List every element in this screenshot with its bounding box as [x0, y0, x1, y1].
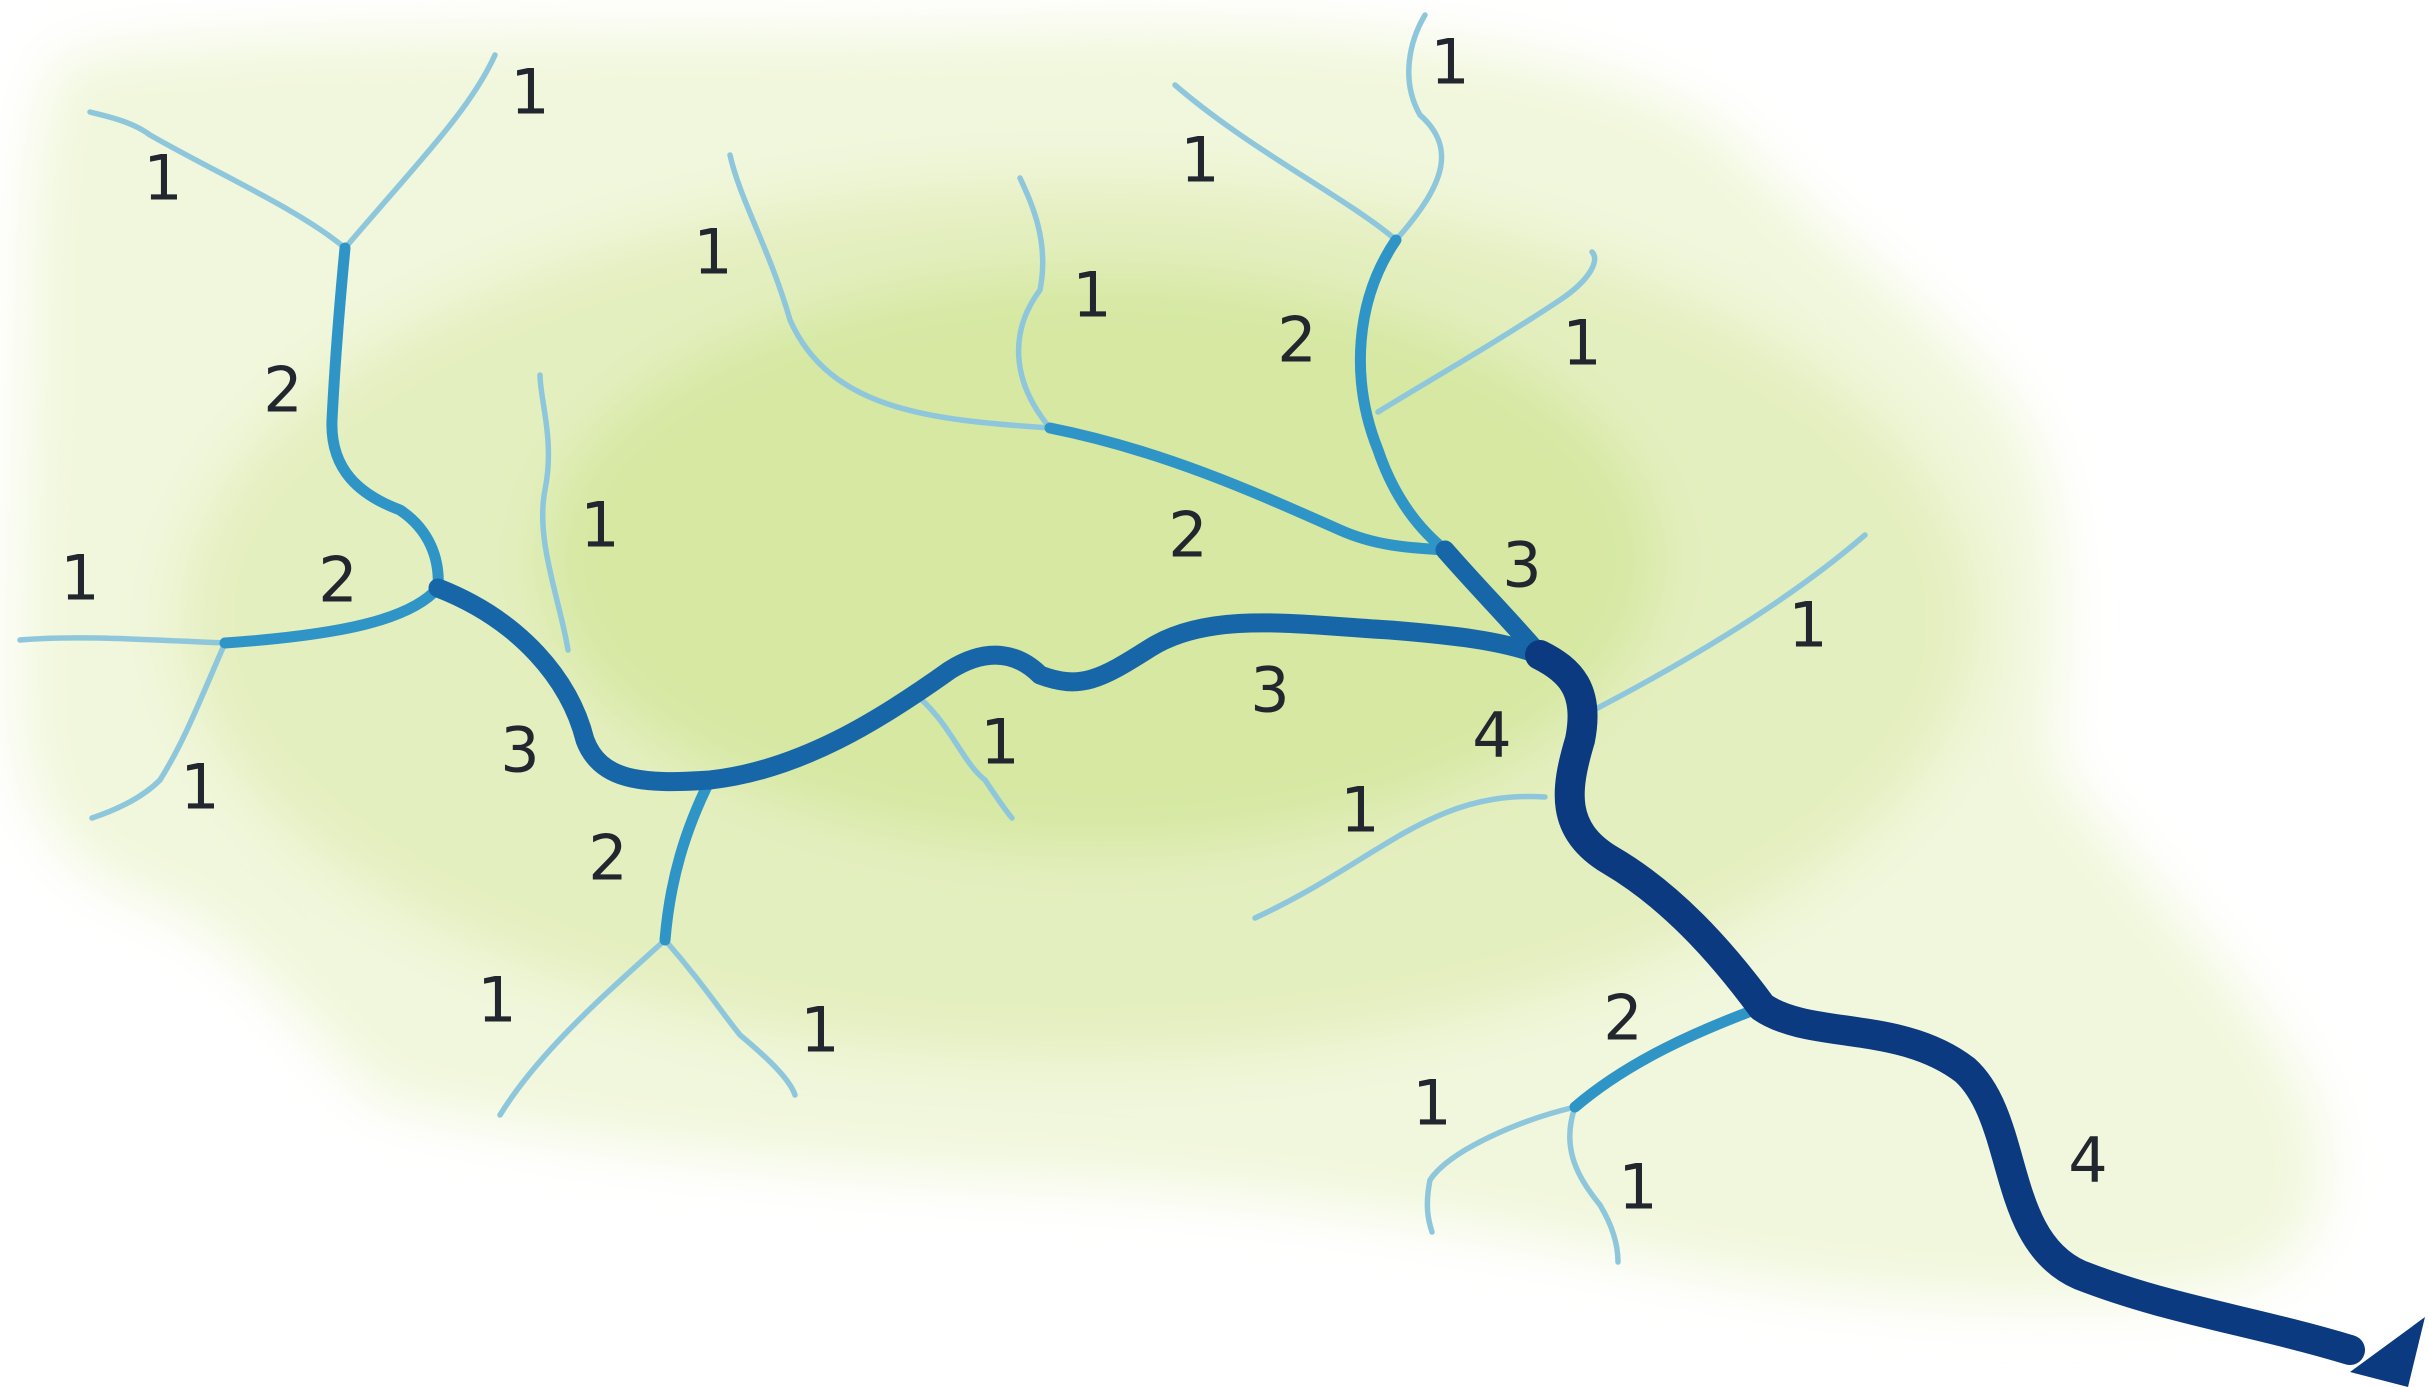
order-label: 4	[1472, 699, 1511, 772]
order-label: 1	[1072, 259, 1111, 332]
order-label: 2	[1277, 304, 1316, 377]
order-label: 2	[318, 544, 357, 617]
order-label: 1	[800, 994, 839, 1067]
order-label: 1	[1430, 26, 1469, 99]
order-label: 1	[580, 489, 619, 562]
order-label: 2	[1603, 982, 1642, 1055]
order-label: 2	[263, 354, 302, 427]
order-label: 1	[1412, 1067, 1451, 1140]
order-label: 1	[1618, 1151, 1657, 1224]
order-label: 3	[1502, 529, 1541, 602]
order-label: 1	[1562, 307, 1601, 380]
order-label: 1	[1788, 589, 1827, 662]
order-label: 1	[980, 706, 1019, 779]
order-label: 1	[477, 964, 516, 1037]
order-label: 2	[1168, 499, 1207, 572]
order-label: 3	[500, 714, 539, 787]
order-label: 1	[1180, 124, 1219, 197]
order-label: 1	[693, 216, 732, 289]
order-label: 1	[180, 751, 219, 824]
order-label: 1	[1340, 774, 1379, 847]
order-label: 4	[2068, 1124, 2107, 1197]
order-label: 1	[510, 56, 549, 129]
order-label: 2	[588, 822, 627, 895]
order-label: 3	[1250, 654, 1289, 727]
order-label: 1	[143, 142, 182, 215]
order-label: 1	[60, 542, 99, 615]
